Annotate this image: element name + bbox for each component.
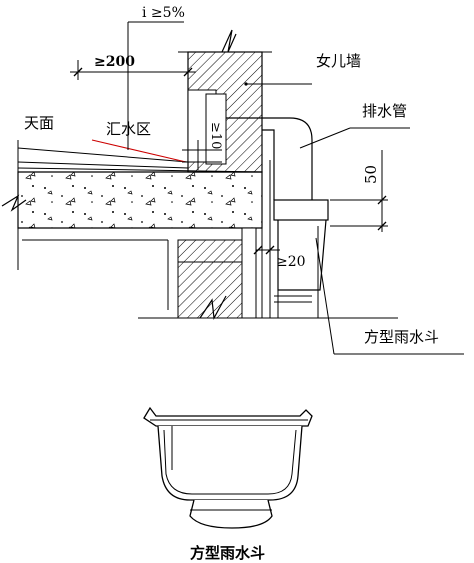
rain-hopper-product [143,406,313,529]
dimension-50-text: 50 [362,165,380,184]
dimension-10 [182,140,222,170]
dimension-50 [330,150,388,232]
leader-pipe [299,127,410,149]
leader-parapet [244,82,312,86]
dimension-200-text: ≥200 [94,54,135,70]
slope-text: i ≥5% [142,5,185,21]
label-catchment-area: 汇水区 [106,120,151,138]
ceiling-line [17,228,179,318]
dimension-200 [70,60,196,80]
label-roof-surface: 天面 [24,114,54,132]
dimension-slope [127,21,184,150]
dimension-20-text: ≥20 [276,254,306,270]
parapet-wall [178,29,272,173]
label-parapet-wall: 女儿墙 [316,52,361,70]
caption: 方型雨水斗 [190,544,265,562]
dimension-20 [253,245,280,255]
dimension-10-text: ≥10 [208,122,223,149]
slope-line [91,139,187,163]
label-drain-pipe: 排水管 [362,102,407,120]
break-mark-left [1,194,27,212]
rain-hopper-section [273,199,329,318]
lower-wall [177,227,257,320]
label-rain-hopper: 方型雨水斗 [364,328,439,346]
leader-hopper [315,237,464,355]
drain-pipe [226,117,313,318]
